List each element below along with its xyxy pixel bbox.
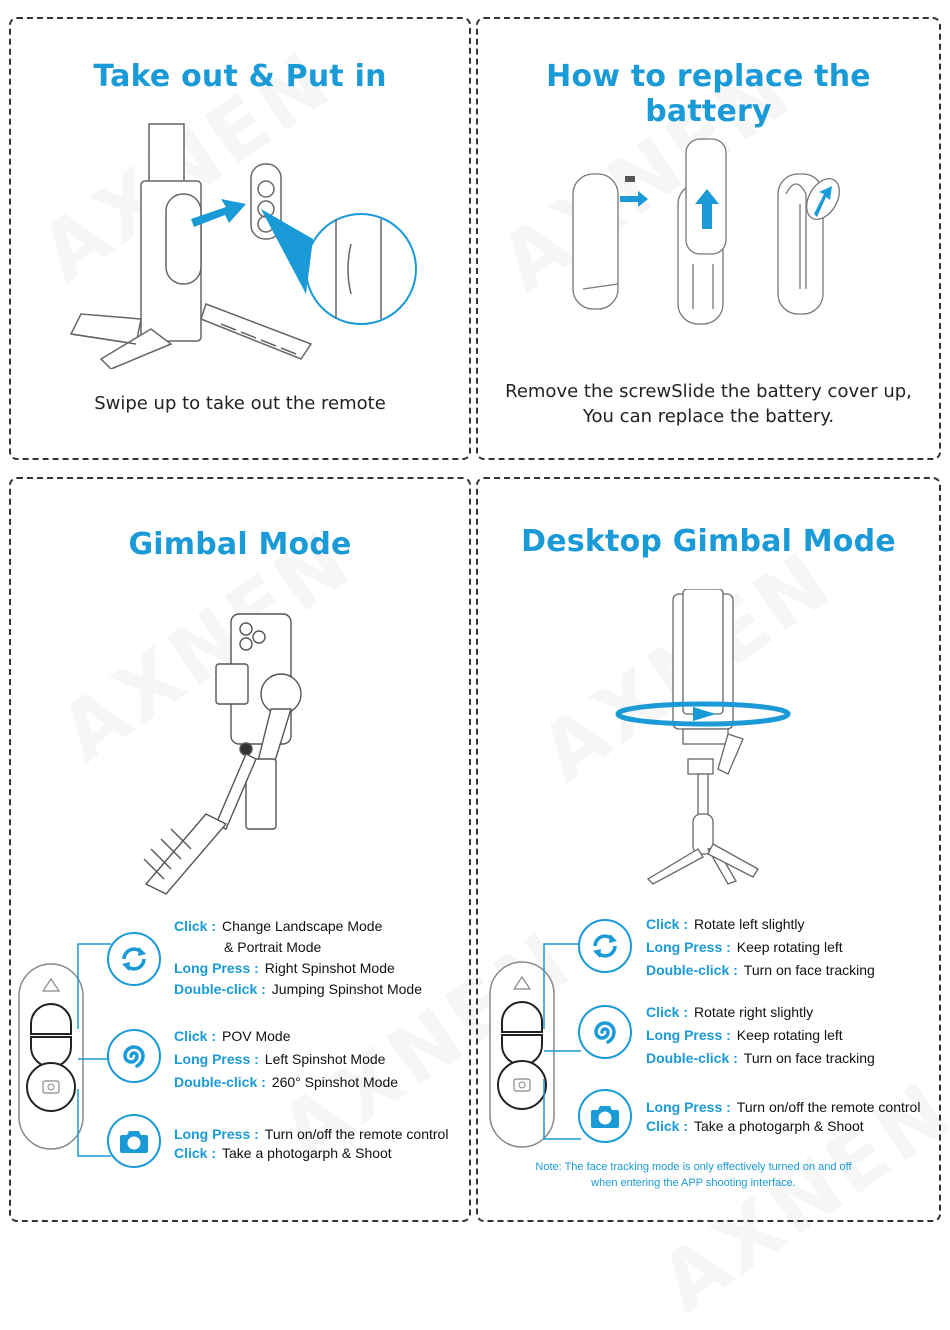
tripod-remote-illustration xyxy=(69,123,417,369)
camera-button-icon xyxy=(107,1114,161,1168)
panel-title: Desktop Gimbal Mode xyxy=(521,524,896,559)
handheld-gimbal-illustration xyxy=(143,613,302,895)
panel-title: How to replace the battery xyxy=(546,59,871,129)
spiral-button-description: Click :POV Mode Long Press :Left Spinsho… xyxy=(174,1028,399,1090)
spiral-button-description: Click :Rotate right slightly Long Press … xyxy=(646,1004,875,1066)
gimbal-mode-panel: Gimbal Mode xyxy=(9,477,471,1222)
rotate-button-description: Click :Change Landscape Mode & Portrait … xyxy=(174,918,422,997)
panel-caption: Swipe up to take out the remote xyxy=(94,393,386,414)
connector-lines xyxy=(77,943,111,1157)
spiral-button-icon xyxy=(107,1029,161,1083)
remote-control-illustration xyxy=(18,963,84,1150)
take-out-panel: Take out & Put in Swipe up to take out t… xyxy=(9,17,471,460)
rotate-button-description: Click :Rotate left slightly Long Press :… xyxy=(646,916,875,978)
note-line: Note: The face tracking mode is only eff… xyxy=(535,1161,852,1173)
panel-caption: Remove the screwSlide the battery cover … xyxy=(478,379,939,429)
face-tracking-note: Note: The face tracking mode is only eff… xyxy=(448,1159,939,1191)
battery-replace-illustration xyxy=(572,138,841,325)
caption-line: Remove the screwSlide the battery cover … xyxy=(505,381,912,402)
desktop-gimbal-illustration xyxy=(615,589,791,885)
battery-panel: How to replace the battery Remove the sc… xyxy=(476,17,941,460)
rotate-button-icon xyxy=(578,919,632,973)
note-line: when entering the APP shooting interface… xyxy=(591,1177,796,1189)
panel-title: Gimbal Mode xyxy=(128,527,352,562)
camera-button-icon xyxy=(578,1089,632,1143)
panel-title: Take out & Put in xyxy=(93,59,387,94)
remote-control-illustration xyxy=(489,961,555,1148)
desktop-gimbal-mode-panel: Desktop Gimbal Mode xyxy=(476,477,941,1222)
connector-lines xyxy=(543,943,581,1140)
spiral-button-icon xyxy=(578,1005,632,1059)
camera-button-description: Long Press :Turn on/off the remote contr… xyxy=(174,1126,449,1161)
camera-button-description: Long Press :Turn on/off the remote contr… xyxy=(646,1099,921,1134)
caption-line: You can replace the battery. xyxy=(582,406,835,427)
rotate-button-icon xyxy=(107,932,161,986)
